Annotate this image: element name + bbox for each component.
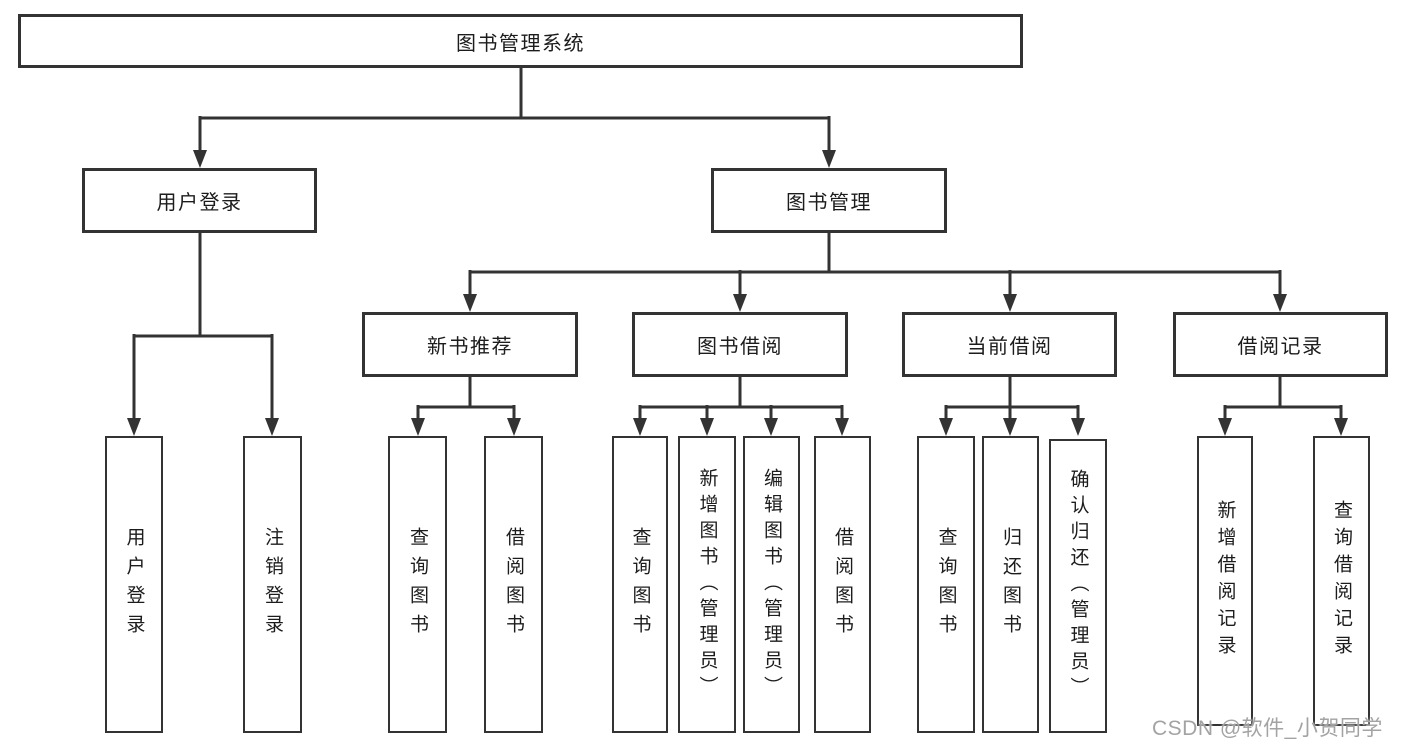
leaf-label: 查询图书 <box>629 526 651 643</box>
leaf-label: 查询图书 <box>935 526 957 643</box>
arrowhead-leaf-query-3 <box>939 418 953 436</box>
leaf-query-borrow-record: 查询借阅记录 <box>1313 436 1370 726</box>
arrowhead-leaf-logout <box>265 418 279 436</box>
arrowhead-leaf-add-record <box>1218 418 1232 436</box>
leaf-label: 查询借阅记录 <box>1331 500 1352 662</box>
leaf-query-books-current: 查询图书 <box>917 436 975 733</box>
arrowhead-leaf-query-1 <box>411 418 425 436</box>
leaf-query-books-recommend: 查询图书 <box>388 436 447 733</box>
node-label: 图书管理 <box>786 192 872 214</box>
leaf-borrow-books-borrow: 借阅图书 <box>814 436 871 733</box>
leaf-query-books-borrow: 查询图书 <box>612 436 668 733</box>
arrowhead-leaf-user-login <box>127 418 141 436</box>
leaf-label: 注销登录 <box>262 526 283 643</box>
node-new-book-recommendation: 新书推荐 <box>362 312 578 377</box>
node-borrowing-records: 借阅记录 <box>1173 312 1388 377</box>
leaf-label: 归还图书 <box>1000 526 1021 643</box>
node-label: 图书借阅 <box>697 336 783 358</box>
leaf-add-books-admin: 新增图书（管理员） <box>678 436 736 733</box>
arrowhead-new-book <box>463 294 477 312</box>
leaf-add-borrow-record: 新增借阅记录 <box>1197 436 1253 726</box>
node-label: 用户登录 <box>156 192 243 214</box>
node-book-management: 图书管理 <box>711 168 947 233</box>
leaf-logout: 注销登录 <box>243 436 302 733</box>
leaf-label: 查询图书 <box>407 526 428 643</box>
arrowhead-leaf-query-record <box>1334 418 1348 436</box>
arrowhead-leaf-borrow-1 <box>507 418 521 436</box>
arrowhead-leaf-edit-book <box>764 418 778 436</box>
leaf-confirm-return-admin: 确认归还（管理员） <box>1049 439 1107 733</box>
leaf-label: 新增图书（管理员） <box>696 467 718 702</box>
watermark: CSDN @软件_小贺同学 <box>1152 717 1383 740</box>
leaf-label: 借阅图书 <box>503 526 524 643</box>
leaf-label: 借阅图书 <box>832 526 853 643</box>
leaf-label: 确认归还（管理员） <box>1067 469 1089 703</box>
leaf-borrow-books-recommend: 借阅图书 <box>484 436 543 733</box>
arrowhead-leaf-add-book <box>700 418 714 436</box>
arrowhead-borrow-records <box>1273 294 1287 312</box>
arrowhead-leaf-query-2 <box>633 418 647 436</box>
leaf-label: 新增借阅记录 <box>1214 500 1236 662</box>
node-label: 图书管理系统 <box>456 32 585 55</box>
arrowhead-leaf-return <box>1003 418 1017 436</box>
connector-group <box>127 68 1348 436</box>
arrowhead-leaf-borrow-2 <box>835 418 849 436</box>
leaf-user-login: 用户登录 <box>105 436 163 733</box>
arrowhead-user-login <box>193 150 207 168</box>
node-label: 新书推荐 <box>427 336 513 358</box>
leaf-label: 用户登录 <box>123 526 145 643</box>
leaf-return-books: 归还图书 <box>982 436 1039 733</box>
arrowhead-current-borrow <box>1003 294 1017 312</box>
leaf-edit-books-admin: 编辑图书（管理员） <box>743 436 800 733</box>
arrowhead-book-borrow <box>733 294 747 312</box>
arrowhead-leaf-confirm-return <box>1071 418 1085 436</box>
leaf-label: 编辑图书（管理员） <box>761 467 782 702</box>
node-book-borrowing: 图书借阅 <box>632 312 848 377</box>
node-current-borrowing: 当前借阅 <box>902 312 1117 377</box>
node-label: 借阅记录 <box>1237 336 1324 358</box>
node-library-system: 图书管理系统 <box>18 14 1023 68</box>
node-user-login: 用户登录 <box>82 168 317 233</box>
arrowhead-book-management <box>822 150 836 168</box>
node-label: 当前借阅 <box>966 336 1053 358</box>
